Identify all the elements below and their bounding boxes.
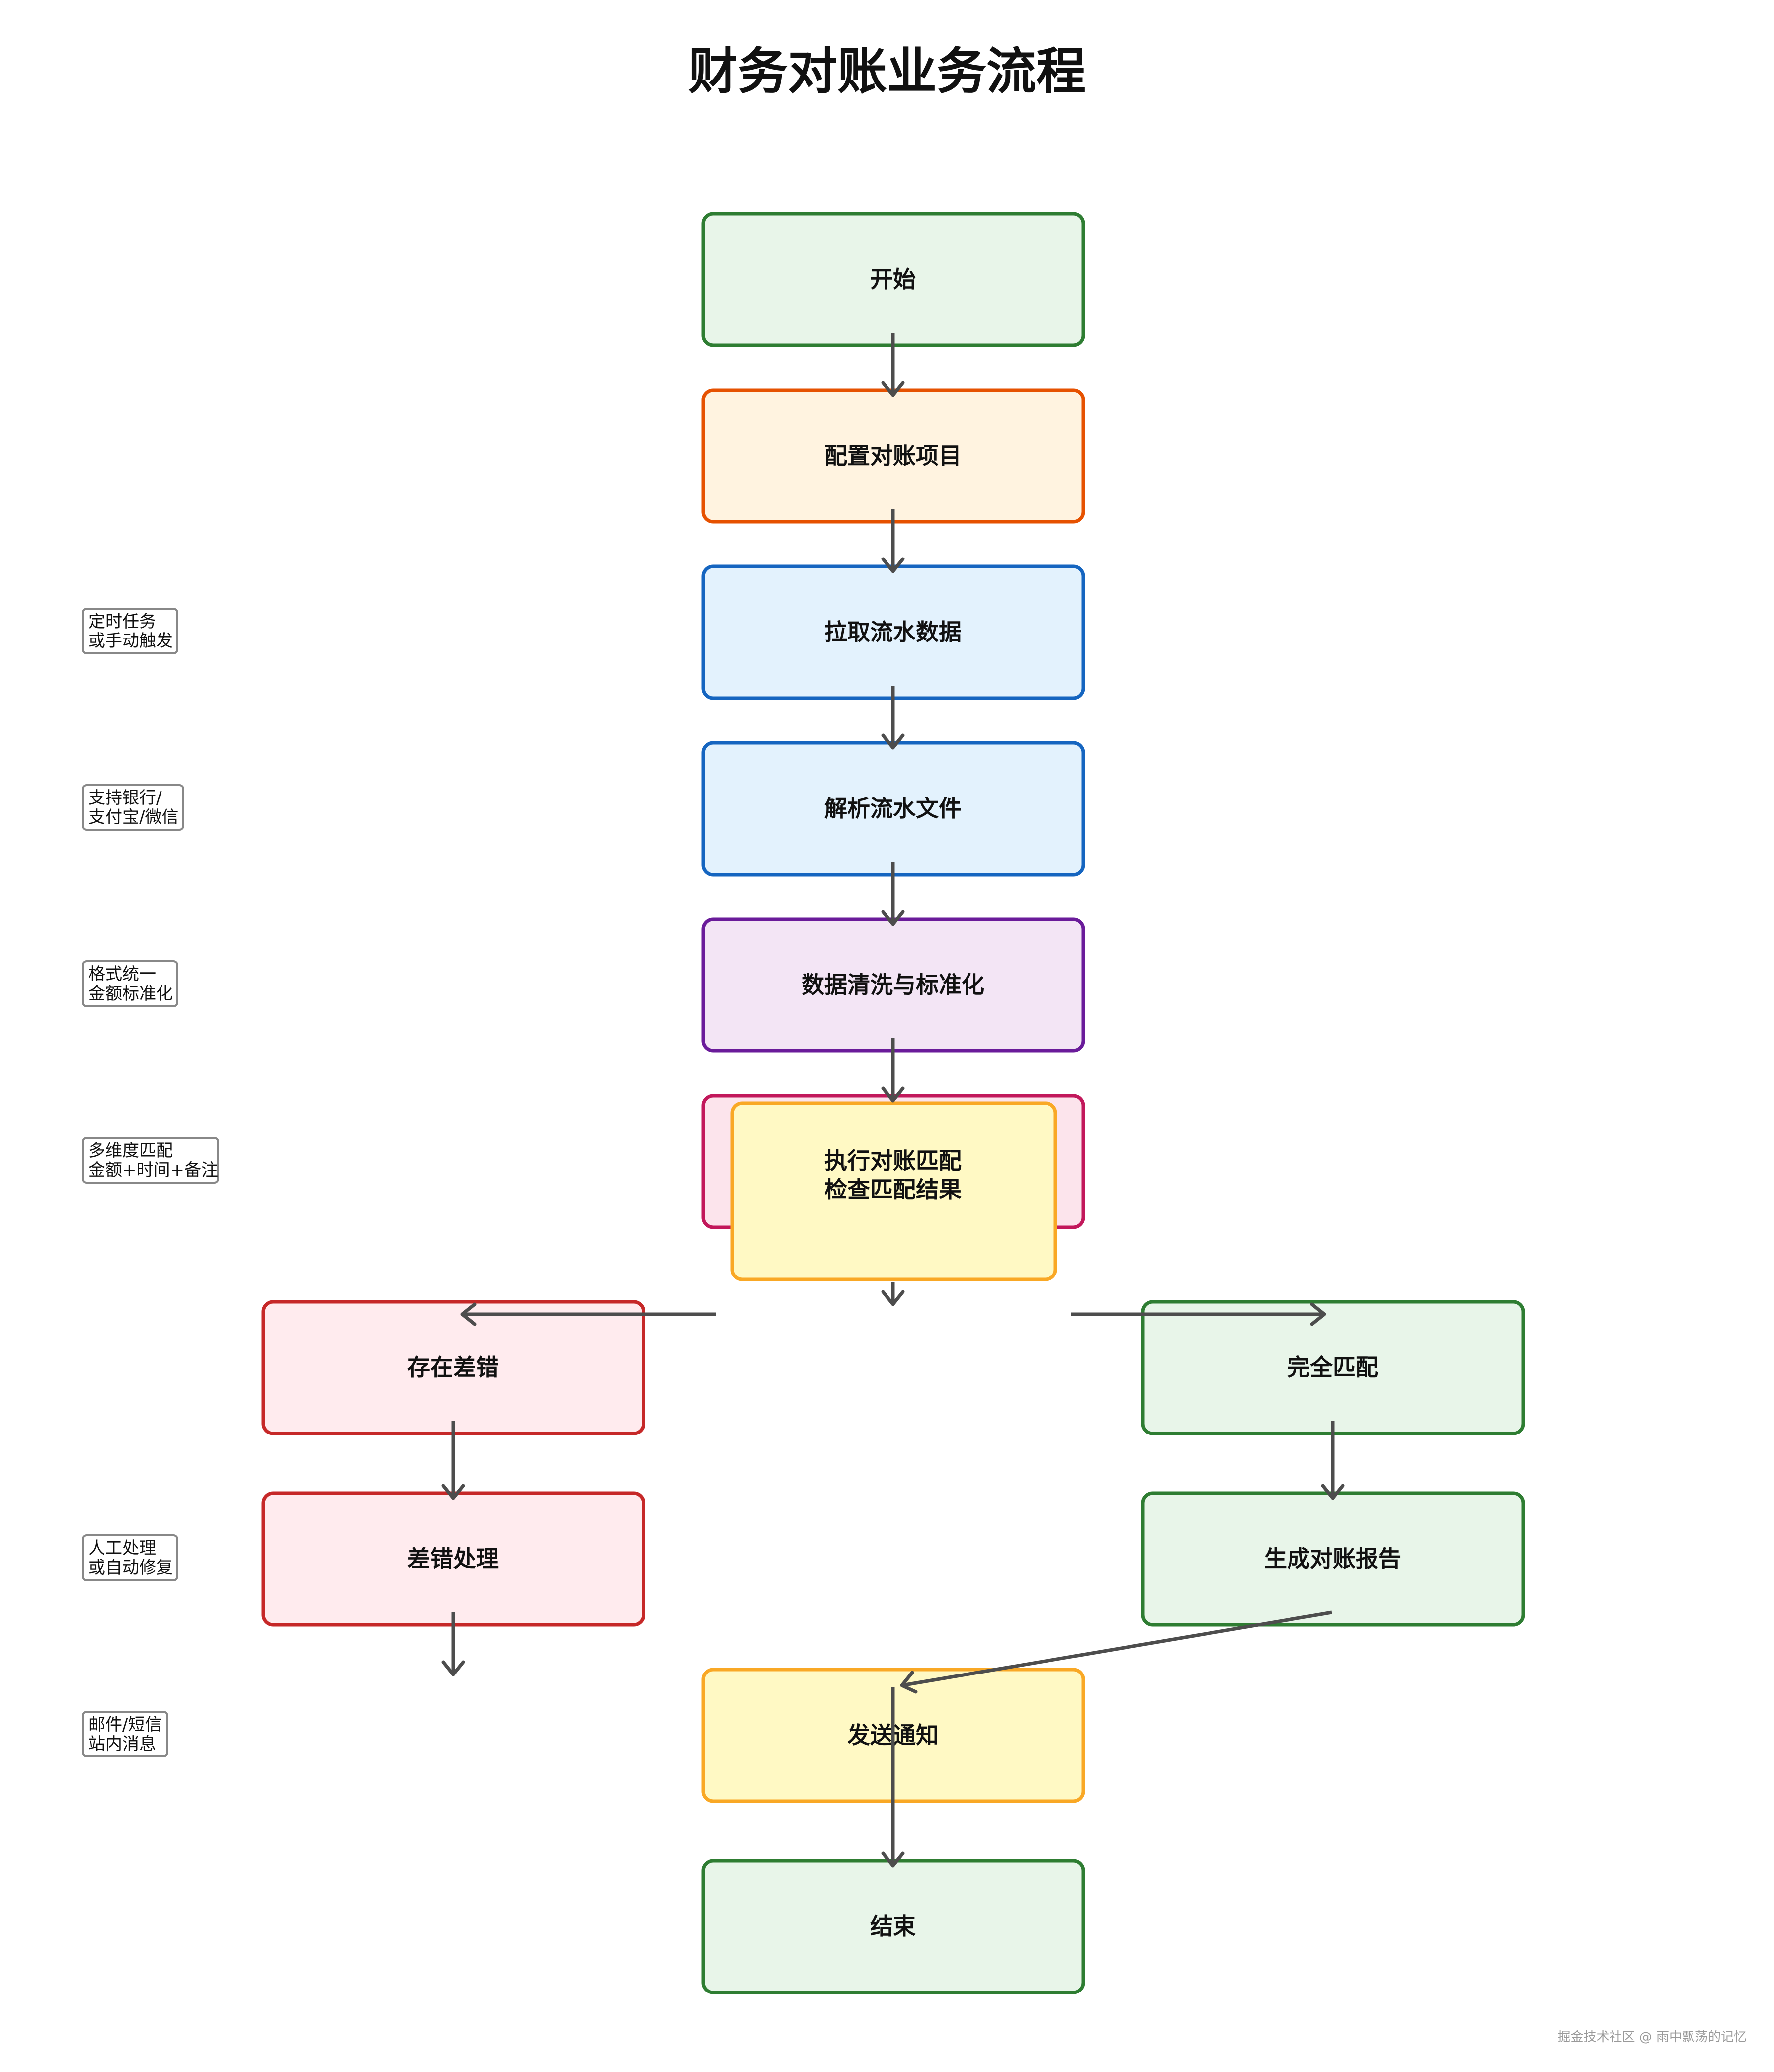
edge-error-to-handle bbox=[441, 1421, 465, 1500]
note-format: 格式统一 金额标准化 bbox=[82, 960, 178, 1007]
node-parse-file: 解析流水文件 bbox=[701, 741, 1085, 877]
edge-parse-to-clean bbox=[881, 862, 905, 926]
node-clean-data-label: 数据清洗与标准化 bbox=[802, 971, 984, 998]
node-match-line-2: 检查匹配结果 bbox=[824, 1176, 962, 1203]
note-error-handling-line-1: 人工处理 bbox=[88, 1538, 156, 1558]
node-full-match-label: 完全匹配 bbox=[1287, 1354, 1378, 1381]
edge-clean-to-match bbox=[881, 1038, 905, 1103]
note-notify-channels-line-1: 邮件/短信 bbox=[88, 1715, 161, 1735]
note-format-line-2: 金额标准化 bbox=[88, 984, 173, 1004]
node-match: 执行对账匹配 检查匹配结果 bbox=[730, 1101, 1057, 1281]
node-error-handle: 差错处理 bbox=[261, 1491, 645, 1627]
edge-handle-down bbox=[441, 1612, 465, 1676]
node-start: 开始 bbox=[701, 212, 1085, 347]
note-sources-line-2: 支付宝/微信 bbox=[88, 807, 178, 827]
note-error-handling-line-2: 或自动修复 bbox=[88, 1558, 173, 1578]
node-clean-data: 数据清洗与标准化 bbox=[701, 917, 1085, 1053]
node-full-match: 完全匹配 bbox=[1141, 1300, 1525, 1435]
node-start-label: 开始 bbox=[870, 266, 916, 293]
node-error-handle-label: 差错处理 bbox=[407, 1545, 499, 1572]
edge-match-to-full-match bbox=[1071, 1302, 1326, 1326]
note-format-line-1: 格式统一 bbox=[88, 964, 156, 984]
edge-config-to-fetch bbox=[881, 509, 905, 573]
node-config: 配置对账项目 bbox=[701, 388, 1085, 524]
note-notify-channels-line-2: 站内消息 bbox=[88, 1734, 156, 1754]
note-sources: 支持银行/ 支付宝/微信 bbox=[82, 784, 184, 831]
note-error-handling: 人工处理 或自动修复 bbox=[82, 1534, 178, 1581]
page-title: 财务对账业务流程 bbox=[688, 42, 1086, 100]
node-fetch-data: 拉取流水数据 bbox=[701, 564, 1085, 700]
edge-full-match-to-report bbox=[1321, 1421, 1345, 1500]
node-match-line-1: 执行对账匹配 bbox=[824, 1147, 962, 1174]
note-matching: 多维度匹配 金额+时间+备注 bbox=[82, 1137, 219, 1184]
note-trigger-line-2: 或手动触发 bbox=[88, 631, 173, 651]
node-end-label: 结束 bbox=[870, 1913, 916, 1940]
edge-fetch-to-parse bbox=[881, 686, 905, 750]
node-report: 生成对账报告 bbox=[1141, 1491, 1525, 1627]
node-error: 存在差错 bbox=[261, 1300, 645, 1435]
node-parse-file-label: 解析流水文件 bbox=[824, 795, 962, 822]
node-error-label: 存在差错 bbox=[407, 1354, 499, 1381]
node-end: 结束 bbox=[701, 1859, 1085, 1994]
note-trigger-line-1: 定时任务 bbox=[88, 612, 156, 632]
note-matching-line-1: 多维度匹配 bbox=[88, 1141, 173, 1161]
node-report-label: 生成对账报告 bbox=[1264, 1545, 1401, 1572]
note-sources-line-1: 支持银行/ bbox=[88, 788, 162, 808]
note-matching-line-2: 金额+时间+备注 bbox=[88, 1160, 218, 1180]
note-notify-channels: 邮件/短信 站内消息 bbox=[82, 1711, 168, 1757]
edge-match-down bbox=[881, 1282, 905, 1306]
node-fetch-data-label: 拉取流水数据 bbox=[824, 619, 962, 645]
watermark: 掘金技术社区 @ 雨中飘荡的记忆 bbox=[1557, 2030, 1747, 2045]
edge-notify-to-end bbox=[881, 1687, 905, 1868]
node-config-label: 配置对账项目 bbox=[824, 442, 962, 469]
note-trigger: 定时任务 或手动触发 bbox=[82, 608, 178, 654]
edge-report-to-notify bbox=[900, 1610, 1332, 1694]
edge-match-to-error bbox=[460, 1302, 716, 1326]
edge-start-to-config bbox=[881, 333, 905, 397]
